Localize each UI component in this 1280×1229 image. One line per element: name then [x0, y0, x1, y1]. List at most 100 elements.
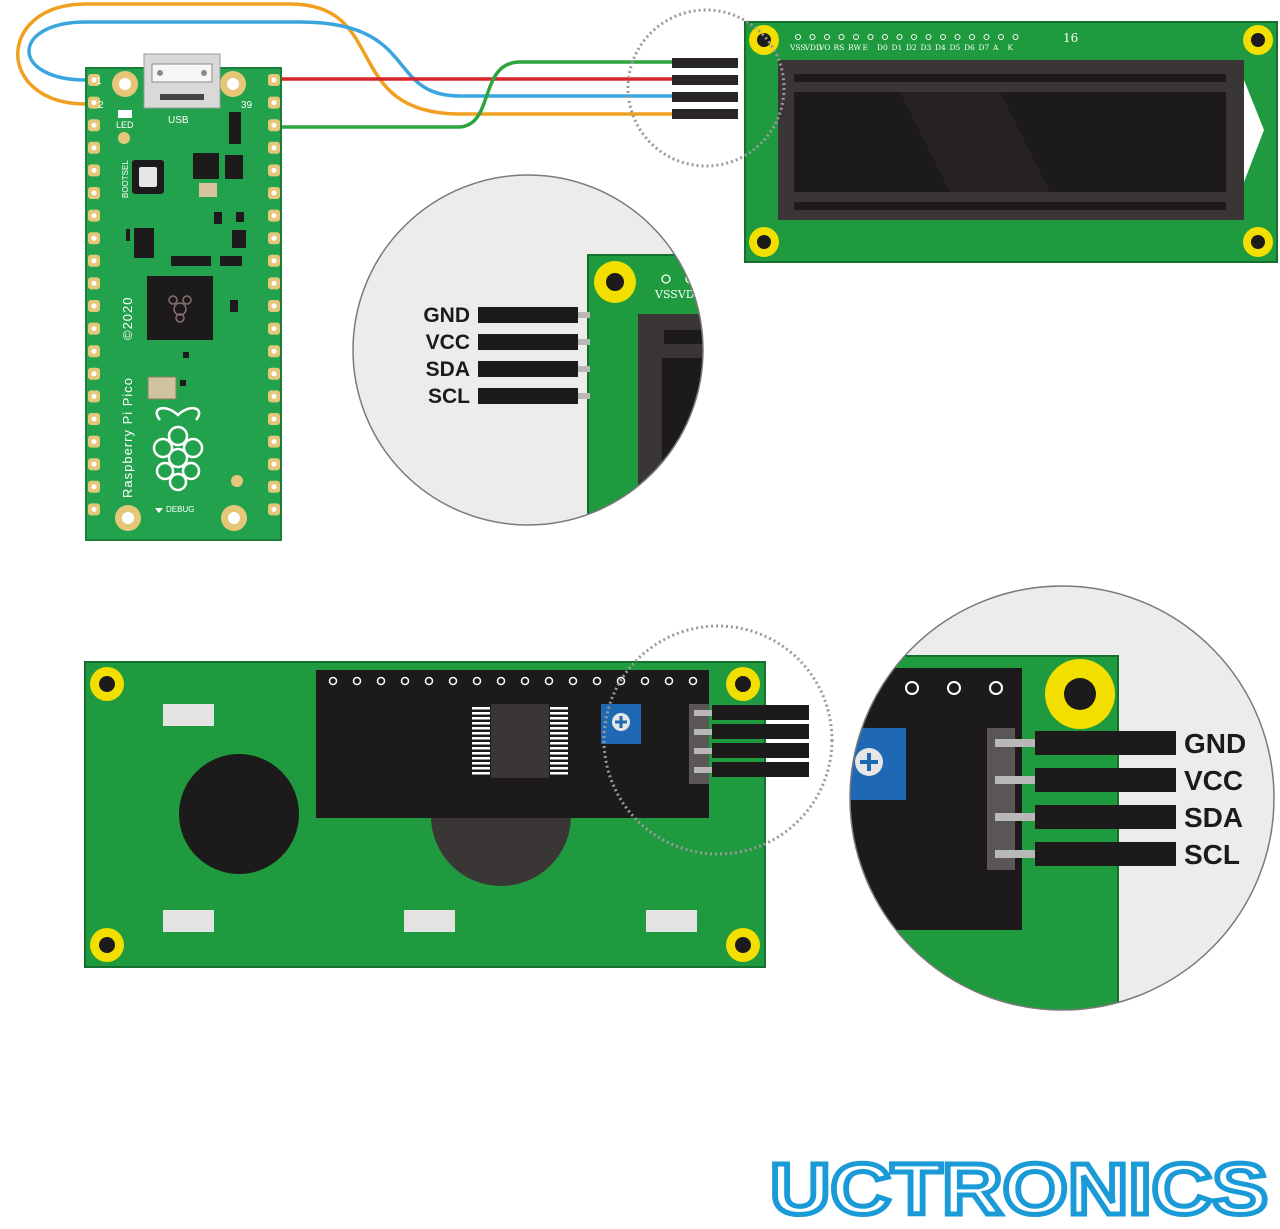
- back-pin-hole: [472, 676, 482, 686]
- wire-orange: [16, 2, 672, 116]
- back-pin-hole: [568, 676, 578, 686]
- i2c-chip: [472, 704, 568, 778]
- lcd-pin-hole: [853, 34, 859, 40]
- lcd-pin-label: D3: [921, 43, 932, 52]
- zoom-top-header-label: VSSVDD: [654, 288, 704, 301]
- chip-leg: [472, 742, 490, 745]
- lcd-pin-hole: [954, 34, 961, 40]
- back-pin-hole: [592, 676, 602, 686]
- component-row: [171, 256, 211, 266]
- lcd-pin-label: E: [863, 43, 868, 52]
- chip-leg: [472, 752, 490, 755]
- chip-leg: [550, 752, 568, 755]
- back-pin-hole: [448, 676, 458, 686]
- pin-hole: [91, 506, 97, 512]
- jumper-wires: [16, 2, 672, 129]
- lcd-pin-label: D6: [964, 43, 975, 52]
- chip-leg: [550, 772, 568, 775]
- lcd-module-back: [84, 624, 834, 968]
- pin1-label: 1: [96, 76, 102, 87]
- back-pin-hole: [352, 676, 362, 686]
- lcd-pin-label: K: [1008, 43, 1014, 52]
- lcd-pin-count: 16: [1063, 31, 1078, 45]
- raspberry-pi-logo-icon: [152, 406, 204, 492]
- wire-blue: [27, 20, 672, 98]
- lcd-pin-hole: [969, 34, 975, 40]
- chip-leg: [550, 737, 568, 740]
- chip-leg: [472, 737, 490, 740]
- pin-hole: [271, 122, 277, 128]
- lcd-pin-label: D2: [906, 43, 917, 52]
- lcd-pin-label: VDD: [804, 43, 822, 52]
- pin-hole: [91, 326, 97, 332]
- chip-leg: [472, 772, 490, 775]
- pin-hole: [91, 190, 97, 196]
- zoom-bottom-pin: [1035, 731, 1176, 755]
- chip-leg: [472, 757, 490, 760]
- back-pin-hole: [664, 676, 674, 686]
- zoom-top-pin: [478, 307, 578, 323]
- pin-hole: [271, 371, 277, 377]
- lcd-mount-holes: [749, 25, 1273, 257]
- zoom-bottom-pin-label-vcc: VCC: [1184, 765, 1243, 796]
- pin-hole: [91, 258, 97, 264]
- pin-hole: [271, 348, 277, 354]
- chip-leg: [472, 762, 490, 765]
- lcd-pin-hole: [1012, 34, 1019, 40]
- chip-leg: [472, 707, 490, 710]
- pin-hole: [91, 145, 97, 151]
- raspberry-pi-pico: 1 2 39 USB LED BOOTSEL: [85, 53, 282, 541]
- lcd-pin-hole: [824, 34, 830, 40]
- zoom-bottom-pin: [1035, 805, 1176, 829]
- pin-hole: [91, 167, 97, 173]
- zoom-bottom-pin: [1035, 768, 1176, 792]
- zoom-bottom-pin-tip: [995, 739, 1035, 747]
- chip-leg: [550, 757, 568, 760]
- pin-hole: [91, 235, 97, 241]
- chip-leg: [550, 767, 568, 770]
- pin-hole: [91, 213, 97, 219]
- zoom-top-pin-label-vcc: VCC: [426, 331, 470, 354]
- pico-components: [126, 112, 246, 386]
- chip-leg: [472, 732, 490, 735]
- pin-hole: [271, 100, 277, 106]
- zoom-top-pin-label-gnd: GND: [423, 304, 470, 327]
- zoom-top-pin-tip: [578, 366, 590, 372]
- lcd-pin-hole: [911, 34, 917, 40]
- lcd-pin-label: VO: [818, 43, 830, 52]
- copyright-label: ©2020: [120, 297, 135, 341]
- zoom-bottom-pin-tip: [995, 850, 1035, 858]
- pin-hole: [91, 484, 97, 490]
- test-pad-2: [231, 475, 243, 487]
- lcd-pin-hole: [838, 34, 845, 40]
- chip-leg: [472, 712, 490, 715]
- chip-leg: [550, 717, 568, 720]
- back-pin-row: [328, 676, 698, 686]
- led-icon: [118, 110, 132, 118]
- lcd-pin-hole: [896, 34, 903, 40]
- lcd-pin-label: D4: [935, 43, 946, 52]
- back-pin-hole: [616, 676, 626, 686]
- chip-leg: [550, 747, 568, 750]
- lcd-pin-hole: [983, 34, 990, 40]
- pin2-label: 2: [98, 100, 104, 111]
- chip-leg: [550, 727, 568, 730]
- chip-leg: [550, 722, 568, 725]
- pin-hole: [91, 439, 97, 445]
- back-pin-hole: [496, 676, 506, 686]
- pin-hole: [91, 461, 97, 467]
- pin-hole: [271, 506, 277, 512]
- led-label: LED: [116, 120, 134, 130]
- back-pin-hole: [544, 676, 554, 686]
- pin-hole: [271, 303, 277, 309]
- lcd-pin-hole: [925, 34, 932, 40]
- back-pin-hole: [688, 676, 698, 686]
- zoom-top-pin: [478, 388, 578, 404]
- pin-hole: [271, 235, 277, 241]
- bootsel-button: [139, 167, 157, 187]
- back-pin-hole: [328, 676, 338, 686]
- lcd-pin-label: D0: [877, 43, 888, 52]
